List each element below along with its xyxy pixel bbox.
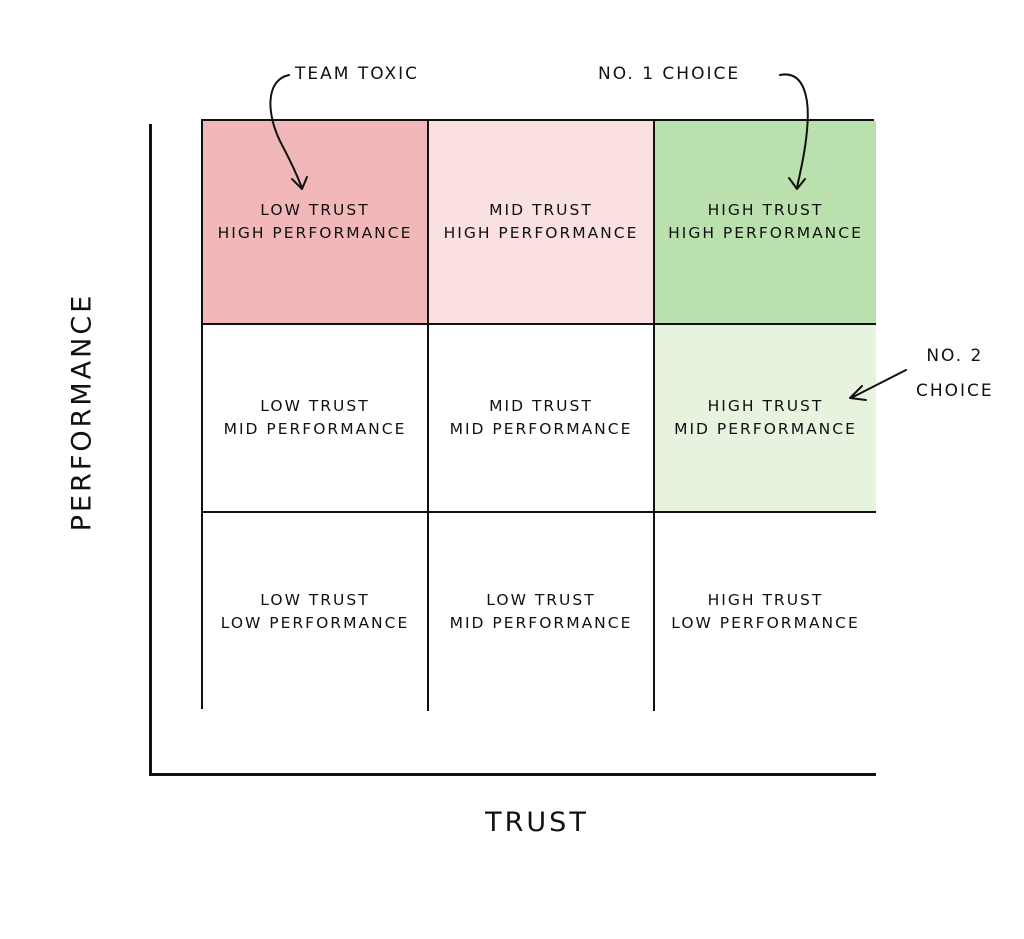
cell-line1: LOW TRUST (260, 201, 370, 219)
cell-line2: MID PERFORMANCE (674, 420, 857, 438)
cell-line1: LOW TRUST (486, 591, 596, 609)
cell-line2: HIGH PERFORMANCE (443, 224, 639, 242)
cell-line2: MID PERFORMANCE (223, 420, 407, 438)
matrix-grid: LOW TRUST HIGH PERFORMANCE MID TRUST HIG… (201, 119, 876, 711)
cell-line2: LOW PERFORMANCE (671, 614, 860, 632)
cell-line1: MID TRUST (489, 397, 593, 415)
cell-high-trust-low-performance: HIGH TRUST LOW PERFORMANCE (655, 513, 876, 711)
y-axis-label: PERFORMANCE (66, 292, 98, 532)
cell-bottom-middle: LOW TRUST MID PERFORMANCE (429, 513, 655, 711)
cell-line2: HIGH PERFORMANCE (668, 224, 863, 242)
x-axis-label: TRUST (485, 807, 589, 838)
cell-low-trust-high-performance: LOW TRUST HIGH PERFORMANCE (203, 121, 429, 325)
x-axis-line (149, 773, 876, 776)
cell-low-trust-low-performance: LOW TRUST LOW PERFORMANCE (203, 513, 429, 711)
callout-no2-choice: NO. 2 CHOICE (916, 339, 994, 409)
cell-line1: MID TRUST (489, 201, 593, 219)
cell-line2: MID PERFORMANCE (449, 614, 633, 632)
cell-line1: HIGH TRUST (707, 397, 824, 415)
callout-no2-line1: NO. 2 (926, 346, 984, 366)
cell-line1: LOW TRUST (260, 591, 370, 609)
y-axis-line (149, 124, 152, 776)
cell-line2: HIGH PERFORMANCE (217, 224, 413, 242)
cell-mid-trust-high-performance: MID TRUST HIGH PERFORMANCE (429, 121, 655, 325)
callout-no2-line2: CHOICE (916, 381, 994, 401)
cell-mid-trust-mid-performance: MID TRUST MID PERFORMANCE (429, 325, 655, 513)
cell-high-trust-high-performance: HIGH TRUST HIGH PERFORMANCE (655, 121, 876, 325)
cell-low-trust-mid-performance: LOW TRUST MID PERFORMANCE (203, 325, 429, 513)
cell-line1: HIGH TRUST (707, 591, 824, 609)
cell-high-trust-mid-performance: HIGH TRUST MID PERFORMANCE (655, 325, 876, 513)
cell-line1: HIGH TRUST (707, 201, 824, 219)
cell-line2: LOW PERFORMANCE (220, 614, 410, 632)
cell-line1: LOW TRUST (260, 397, 370, 415)
callout-no1-choice: NO. 1 CHOICE (598, 64, 741, 84)
callout-team-toxic: TEAM TOXIC (295, 64, 420, 84)
cell-line2: MID PERFORMANCE (449, 420, 633, 438)
